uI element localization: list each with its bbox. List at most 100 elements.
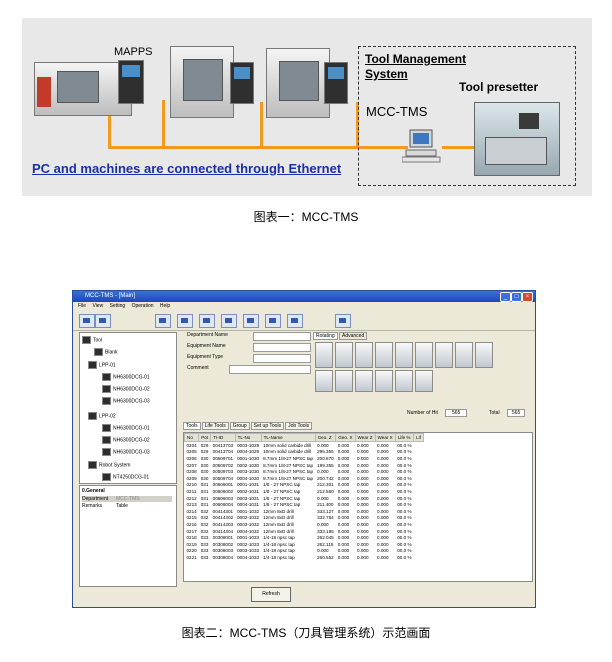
column-header[interactable]: No <box>184 433 200 442</box>
refresh-button[interactable]: Refresh <box>251 587 291 602</box>
tool-type-icon[interactable] <box>315 342 333 368</box>
table-cell: 333.127 <box>317 508 334 514</box>
department-field[interactable] <box>253 332 311 341</box>
maximize-icon[interactable]: □ <box>511 292 522 302</box>
toolbar-button-5[interactable] <box>199 314 215 328</box>
toolbar-button-2[interactable] <box>95 314 111 328</box>
column-header[interactable]: Wear X <box>374 433 396 442</box>
tree-item-machine[interactable]: NH6300DCG-01 <box>102 424 150 432</box>
table-cell: 295.355 <box>317 449 334 455</box>
tab-job-tools[interactable]: Job Tools <box>285 422 313 430</box>
equipment-type-select[interactable] <box>253 354 311 363</box>
menu-view[interactable]: View <box>92 303 104 309</box>
tool-type-icon[interactable] <box>375 342 393 368</box>
tree-item-machine[interactable]: NT4250DCG-01 <box>102 473 149 481</box>
tree-item-tool[interactable]: Tool <box>82 336 102 344</box>
tree-item-machine[interactable]: NH6300DCG-01 <box>102 373 150 381</box>
property-row[interactable]: Department MCC-TMS <box>82 496 172 502</box>
table-cell: 0216 <box>186 521 197 527</box>
hits-label: Number of Hit <box>407 410 438 416</box>
tool-type-icon[interactable] <box>415 342 433 368</box>
column-header[interactable]: Life % <box>394 433 415 442</box>
tool-type-icon[interactable] <box>335 342 353 368</box>
tab-tools[interactable]: Tools <box>183 422 201 430</box>
tab-group[interactable]: Group <box>229 422 250 430</box>
table-cell: 0.000 <box>357 469 369 475</box>
tree-item-lpp-02[interactable]: LPP-02 <box>88 412 116 420</box>
column-header[interactable]: Wear Z <box>354 433 376 442</box>
tab-life-tools[interactable]: Life Tools <box>201 422 229 430</box>
menu-file[interactable]: File <box>78 303 87 309</box>
tree-item-blank[interactable]: Blank <box>94 348 118 356</box>
tab-rotating[interactable]: Rotating <box>313 332 338 340</box>
tree-item-machine[interactable]: NH6300DCG-03 <box>102 448 150 456</box>
column-header[interactable]: TL-Name <box>260 433 316 442</box>
tool-type-icon[interactable] <box>395 370 413 392</box>
toolbar-button-3[interactable] <box>155 314 171 328</box>
column-header[interactable]: TL-No <box>234 433 262 442</box>
tree-item-machine[interactable]: NH6300DCG-03 <box>102 397 150 405</box>
tool-type-icon[interactable] <box>435 342 453 368</box>
tree-item-machine[interactable]: NH6300DCG-02 <box>102 385 150 393</box>
close-icon[interactable]: × <box>522 292 533 302</box>
tool-type-icon[interactable] <box>335 370 353 392</box>
tool-type-icon[interactable] <box>395 342 413 368</box>
menu-operation[interactable]: Operation <box>131 303 154 309</box>
menu-setting[interactable]: Setting <box>109 303 126 309</box>
tree-item-lpp-01[interactable]: LPP-01 <box>88 361 116 369</box>
equipment-info: Department Name Equipment Name Equipment… <box>179 332 415 397</box>
tab-set-up-tools[interactable]: Set up Tools <box>250 422 285 430</box>
column-header[interactable]: Lif <box>413 433 424 442</box>
table-cell: 0001-1032 <box>237 508 260 514</box>
table-cell: 031 <box>200 495 209 501</box>
column-header[interactable]: Geo. Z <box>314 433 337 442</box>
comment-field[interactable] <box>229 365 311 374</box>
property-row[interactable]: Remarks Table <box>82 503 128 509</box>
tool-type-icon[interactable] <box>355 370 373 392</box>
toolbar-button-7[interactable] <box>243 314 259 328</box>
table-cell: 0213 <box>186 502 197 508</box>
tool-type-icon[interactable] <box>315 370 333 392</box>
menu-help[interactable]: Help <box>159 303 171 309</box>
tool-type-icon[interactable] <box>455 342 473 368</box>
tool-type-icon[interactable] <box>375 370 393 392</box>
column-header[interactable]: TI-ID <box>210 433 236 442</box>
tool-type-icon[interactable] <box>475 342 493 368</box>
tab-advanced[interactable]: Advanced <box>339 332 368 340</box>
toolbar-button-8[interactable] <box>265 314 281 328</box>
tool-type-icon[interactable] <box>355 342 373 368</box>
toolbar-button-6[interactable] <box>221 314 237 328</box>
tool-type-icon[interactable] <box>415 370 433 392</box>
column-header[interactable]: Pot <box>198 433 212 442</box>
table-cell: 1/4-18 npsc tap <box>263 535 295 541</box>
column-header[interactable]: Geo. X <box>335 433 356 442</box>
minimize-icon[interactable]: _ <box>500 292 511 302</box>
tree-item-robot-system[interactable]: Robot System <box>88 461 130 469</box>
toolbar-button-4[interactable] <box>177 314 193 328</box>
tree-item-machine[interactable]: NH6300DCG-02 <box>102 436 150 444</box>
toolbar-button-10[interactable] <box>335 314 351 328</box>
toolbar-button-1[interactable] <box>79 314 95 328</box>
table-cell: 0004-1031 <box>237 502 260 508</box>
toolbar-button-9[interactable] <box>287 314 303 328</box>
equipment-name-field[interactable] <box>253 343 311 352</box>
